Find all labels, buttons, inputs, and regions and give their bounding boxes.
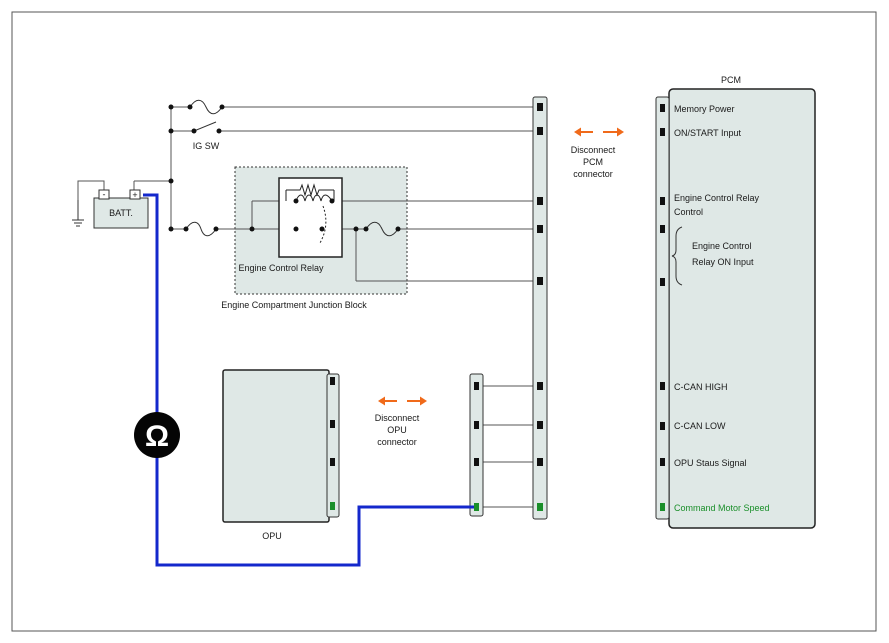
pcm-connector-pins	[660, 104, 665, 466]
disconnect-pcm-line3: connector	[573, 169, 613, 179]
disconnect-opu-line1: Disconnect	[375, 413, 420, 423]
pcm-pin-c-can-low: C-CAN LOW	[674, 421, 726, 431]
harness-command-speed-pin	[537, 503, 543, 511]
fuse-icon	[189, 99, 223, 115]
pcm-pin-c-can-high: C-CAN HIGH	[674, 382, 728, 392]
pcm-pin-memory-power: Memory Power	[674, 104, 735, 114]
pcm-pin-ecr-control-1: Engine Control Relay	[674, 193, 760, 203]
pcm-pin-ecr-on-input-1: Engine Control	[692, 241, 752, 251]
opu-harness-command-speed-pin	[474, 503, 479, 511]
fuse-icon	[365, 221, 399, 237]
battery-label: BATT.	[109, 208, 133, 218]
opu-harness-connector[interactable]	[469, 373, 484, 517]
engine-control-relay-label: Engine Control Relay	[238, 263, 324, 273]
opu-command-speed-pin	[330, 502, 335, 510]
ohmmeter-lead	[143, 193, 474, 567]
resistor-icon	[286, 183, 334, 197]
relay-coil-icon	[295, 194, 333, 202]
pcm-harness-connector-pins	[537, 103, 543, 466]
ground-icon	[72, 200, 84, 227]
pcm-title: PCM	[721, 75, 741, 85]
battery-icon	[93, 189, 149, 229]
opu-connector[interactable]	[326, 373, 340, 518]
diagram-frame	[11, 11, 877, 632]
pcm-pin-opu-status: OPU Staus Signal	[674, 458, 747, 468]
opu-module	[222, 369, 330, 523]
wire-junction-dots	[168, 104, 401, 232]
fuse-icon	[185, 221, 217, 237]
pin-group-brace	[671, 226, 683, 286]
battery-minus-label: -	[103, 190, 106, 200]
junction-block-label: Engine Compartment Junction Block	[221, 300, 367, 310]
ohm-symbol: Ω	[145, 420, 169, 453]
ig-sw-label: IG SW	[193, 141, 220, 151]
disconnect-pcm-line1: Disconnect	[571, 145, 616, 155]
opu-harness-connector-pins	[474, 382, 479, 466]
pcm-command-speed-pin	[660, 503, 665, 511]
double-arrow-icon	[574, 127, 624, 137]
opu-label: OPU	[262, 531, 282, 541]
pcm-connector[interactable]	[655, 96, 670, 520]
pcm-pin-ecr-control-2: Control	[674, 207, 703, 217]
pcm-pin-command-motor-speed: Command Motor Speed	[674, 503, 770, 513]
pcm-pin-on-start-input: ON/START Input	[674, 128, 742, 138]
ohm-meter-icon[interactable]: Ω	[134, 412, 180, 458]
engine-control-relay	[278, 177, 343, 258]
battery-plus-label: +	[132, 190, 137, 200]
pcm-harness-connector[interactable]	[532, 96, 548, 520]
disconnect-pcm-line2: PCM	[583, 157, 603, 167]
disconnect-opu-line2: OPU	[387, 425, 407, 435]
disconnect-opu-line3: connector	[377, 437, 417, 447]
pcm-pin-ecr-on-input-2: Relay ON Input	[692, 257, 754, 267]
opu-connector-pins	[330, 377, 335, 466]
ignition-switch-icon	[191, 121, 222, 134]
double-arrow-icon	[378, 396, 427, 406]
